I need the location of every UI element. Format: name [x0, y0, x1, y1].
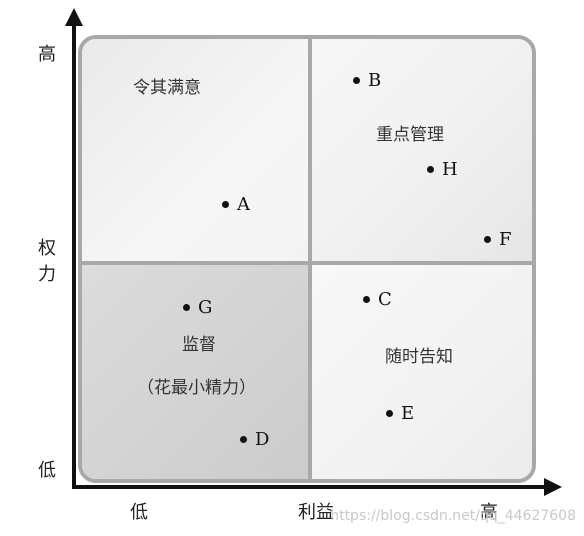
- point-label: E: [401, 403, 415, 424]
- y-axis-high-label: 高: [38, 44, 56, 65]
- point-dot: [386, 410, 393, 417]
- point-dot: [183, 304, 190, 311]
- point-label: A: [237, 194, 250, 215]
- quadrant-label-manage-closely: 重点管理: [376, 125, 444, 145]
- point-label: B: [368, 70, 382, 91]
- point-label: G: [198, 297, 213, 318]
- stakeholder-point-g: G: [183, 297, 212, 318]
- y-axis-arrow: [65, 8, 83, 26]
- point-label: D: [255, 429, 270, 450]
- stakeholder-matrix: [78, 35, 536, 483]
- x-axis-arrow: [544, 478, 562, 496]
- quadrant-label-keep-informed: 随时告知: [385, 347, 453, 367]
- quadrant-bottom-left: [82, 265, 308, 479]
- point-label: F: [499, 229, 512, 250]
- quadrant-top-left: [82, 39, 308, 261]
- quadrant-top-right: [312, 39, 532, 261]
- watermark: https://blog.csdn.net/qq_44627608: [330, 508, 576, 524]
- x-axis-high-label: 高: [480, 502, 498, 523]
- point-label: C: [378, 289, 392, 310]
- quadrant-label-keep-satisfied: 令其满意: [133, 78, 201, 98]
- stakeholder-point-b: B: [353, 70, 381, 91]
- point-dot: [427, 166, 434, 173]
- stakeholder-point-a: A: [222, 194, 250, 215]
- stakeholder-point-h: H: [427, 159, 458, 180]
- y-axis-low-label: 低: [38, 460, 56, 481]
- point-dot: [222, 201, 229, 208]
- quadrant-label-monitor-note: （花最小精力）: [137, 378, 256, 398]
- stakeholder-point-c: C: [363, 289, 392, 310]
- point-label: H: [442, 159, 458, 180]
- stakeholder-point-f: F: [484, 229, 512, 250]
- point-dot: [240, 436, 247, 443]
- stakeholder-point-d: D: [240, 429, 269, 450]
- x-axis-low-label: 低: [130, 502, 148, 523]
- quadrant-label-monitor: 监督: [182, 335, 216, 355]
- horizontal-divider: [82, 261, 532, 265]
- quadrant-bottom-right: [312, 265, 532, 479]
- vertical-divider: [308, 39, 312, 479]
- stakeholder-point-e: E: [386, 403, 414, 424]
- point-dot: [363, 296, 370, 303]
- x-axis-title: 利益: [298, 502, 334, 523]
- point-dot: [353, 77, 360, 84]
- y-axis-title: 权力: [38, 238, 56, 285]
- point-dot: [484, 236, 491, 243]
